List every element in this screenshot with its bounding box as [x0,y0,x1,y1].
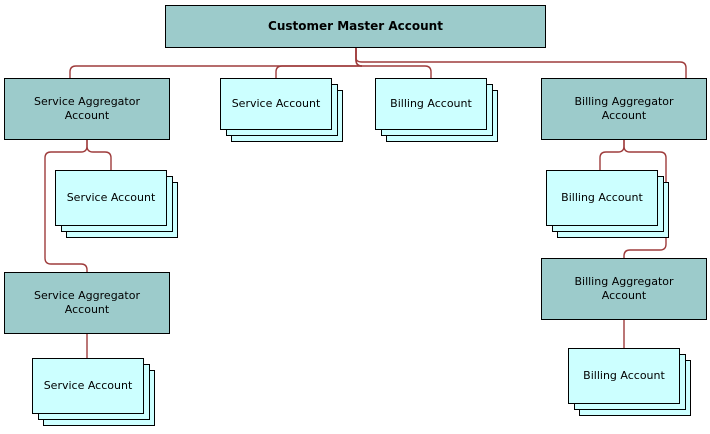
connector-master-to-service-aggregator-1 [69,48,363,78]
node-billing-account-top[interactable]: Billing Account [375,78,498,142]
stack-layer-front[interactable]: Billing Account [375,78,487,130]
node-customer-master-account[interactable]: Customer Master Account [165,5,546,48]
node-billing-aggregator-account-1[interactable]: Billing Aggregator Account [541,78,707,140]
node-service-account-bottom[interactable]: Service Account [32,358,155,426]
node-billing-account-mid[interactable]: Billing Account [546,170,669,238]
node-billing-aggregator-account-2[interactable]: Billing Aggregator Account [541,258,707,320]
connector-master-to-billing-aggregator-1 [355,48,687,78]
node-service-aggregator-account-2[interactable]: Service Aggregator Account [4,272,170,334]
node-label: Service Aggregator Account [34,289,140,316]
node-label: Service Account [231,97,321,111]
node-billing-account-bottom[interactable]: Billing Account [568,348,691,416]
connector-master-to-billing-account-top [355,48,432,78]
connector-master-to-service-account-top [275,48,363,78]
node-service-account-mid[interactable]: Service Account [55,170,178,238]
node-label: Billing Account [583,369,665,383]
stack-layer-front[interactable]: Billing Account [546,170,658,226]
node-label: Billing Account [390,97,472,111]
stack-layer-front[interactable]: Billing Account [568,348,680,404]
stack-layer-front[interactable]: Service Account [55,170,167,226]
stack-layer-front[interactable]: Service Account [220,78,332,130]
node-label: Billing Aggregator Account [574,95,674,122]
node-label: Service Aggregator Account [34,95,140,122]
connector-service-aggregator-1-to-service-account-mid [86,140,112,170]
node-label: Service Account [66,191,156,205]
node-label: Billing Account [561,191,643,205]
node-service-account-top[interactable]: Service Account [220,78,343,142]
stack-layer-front[interactable]: Service Account [32,358,144,414]
node-label: Billing Aggregator Account [574,275,674,302]
node-label: Service Account [43,379,133,393]
node-label: Customer Master Account [268,19,443,33]
node-service-aggregator-account-1[interactable]: Service Aggregator Account [4,78,170,140]
connector-billing-aggregator-1-to-billing-account-mid [599,140,625,170]
